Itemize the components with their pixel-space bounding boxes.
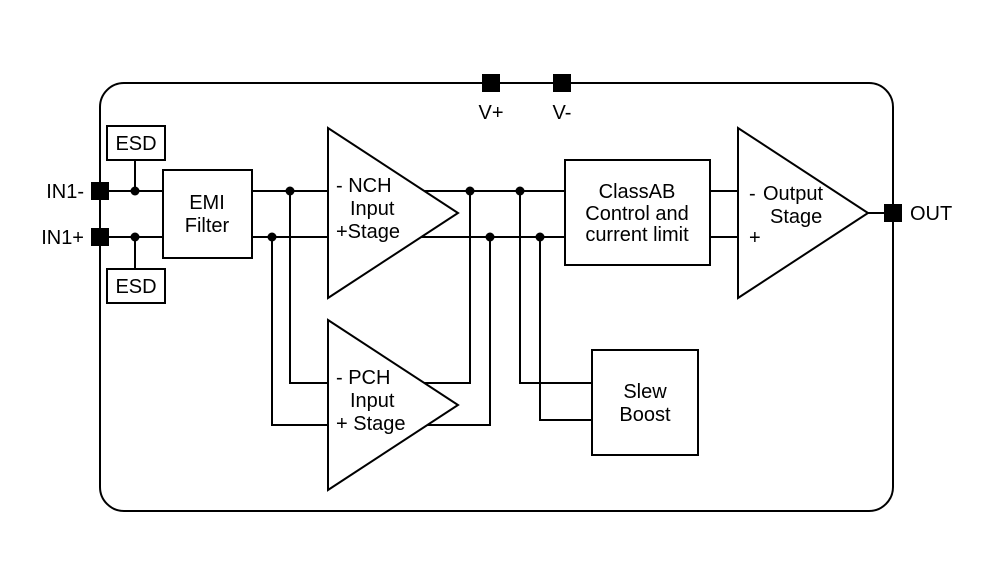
- pch-input-stage-triangle: [327, 318, 460, 492]
- nch-input-stage-triangle: [327, 126, 460, 300]
- output-stage-label-line2: Stage: [770, 206, 822, 228]
- pad-in1-plus: [91, 228, 109, 246]
- pad-in1-minus: [91, 182, 109, 200]
- classab-label-line2: Control and: [585, 203, 688, 225]
- classab-label-line1: ClassAB: [599, 181, 676, 203]
- nch-stage-label-line1: - NCH: [336, 175, 392, 197]
- junction-dot: [485, 232, 495, 242]
- classab-label-line3: current limit: [585, 224, 689, 246]
- pin-label-out: OUT: [910, 203, 952, 225]
- pad-out: [884, 204, 902, 222]
- pin-label-v-minus: V-: [553, 102, 572, 124]
- emi-filter-label-line1: EMI: [189, 192, 225, 214]
- slew-boost-label-line1: Slew: [623, 381, 667, 403]
- esd-top-block: [106, 125, 166, 161]
- junction-dot: [465, 186, 475, 196]
- junction-dot: [515, 186, 525, 196]
- esd-top-label: ESD: [115, 133, 156, 155]
- pch-stage-label-line3: + Stage: [336, 413, 406, 435]
- junction-dot: [535, 232, 545, 242]
- esd-bottom-label: ESD: [115, 276, 156, 298]
- output-stage-minus-sign: -: [749, 183, 756, 205]
- chip-boundary: [99, 82, 894, 512]
- junction-dot: [130, 232, 140, 242]
- output-stage-plus-sign: +: [749, 227, 761, 249]
- pad-v-minus: [553, 74, 571, 92]
- nch-stage-label-line3: +Stage: [336, 221, 400, 243]
- junction-dots: [130, 186, 545, 242]
- output-stage-triangle: [737, 126, 870, 300]
- pin-label-in1-minus: IN1-: [46, 181, 84, 203]
- pad-v-plus: [482, 74, 500, 92]
- slew-boost-label-line2: Boost: [619, 404, 671, 426]
- pch-stage-label-line1: - PCH: [336, 367, 390, 389]
- pin-label-v-plus: V+: [478, 102, 503, 124]
- wire-slew-boost-top-tap: [519, 191, 592, 384]
- nch-stage-label-line2: Input: [350, 198, 395, 220]
- emi-filter-label-line2: Filter: [185, 215, 230, 237]
- esd-bottom-block: [106, 268, 166, 304]
- output-stage-label-line1: Output: [763, 183, 823, 205]
- junction-dot: [130, 186, 140, 196]
- pin-label-in1-plus: IN1+: [41, 227, 84, 249]
- emi-filter-block: [162, 169, 253, 259]
- pch-stage-label-line2: Input: [350, 390, 395, 412]
- junction-dot: [267, 232, 277, 242]
- junction-dot: [285, 186, 295, 196]
- wire-slew-boost-bottom-tap: [539, 237, 592, 421]
- slew-boost-block: [591, 349, 699, 456]
- classab-control-block: [564, 159, 711, 266]
